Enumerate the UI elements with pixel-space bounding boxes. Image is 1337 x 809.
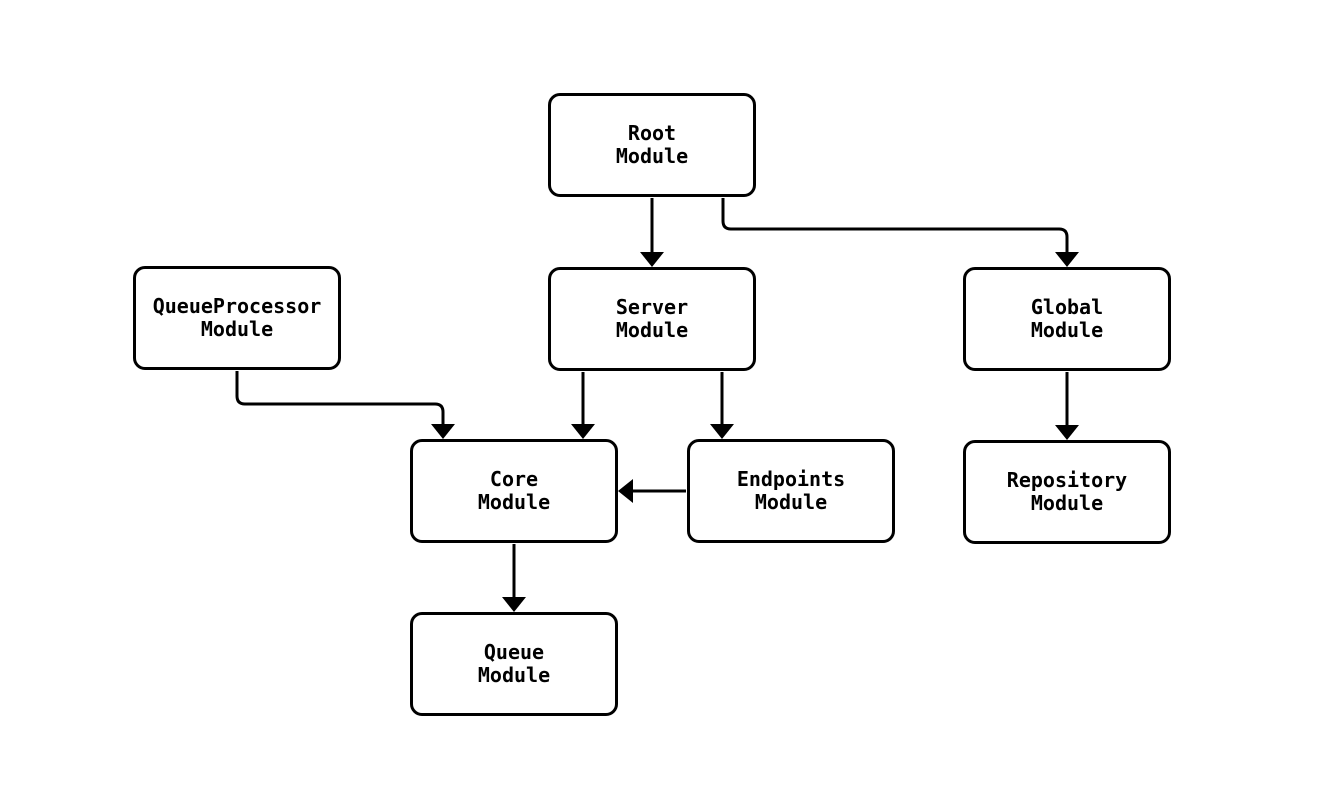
edge-queueprocessor-to-core bbox=[235, 371, 455, 439]
node-server-module: Server Module bbox=[548, 267, 756, 371]
node-core-module: Core Module bbox=[410, 439, 618, 543]
node-endpoints-module: Endpoints Module bbox=[687, 439, 895, 543]
node-label: QueueProcessor Module bbox=[152, 294, 322, 341]
node-label: Server Module bbox=[615, 295, 689, 342]
node-repository-module: Repository Module bbox=[963, 440, 1171, 544]
node-label: Queue Module bbox=[477, 640, 551, 687]
node-label: Global Module bbox=[1030, 295, 1104, 342]
node-root-module: Root Module bbox=[548, 93, 756, 197]
node-label: Endpoints Module bbox=[736, 467, 846, 514]
node-label: Repository Module bbox=[1006, 468, 1128, 515]
node-queueprocessor-module: QueueProcessor Module bbox=[133, 266, 341, 370]
edge-root-to-global bbox=[721, 198, 1079, 267]
node-label: Core Module bbox=[477, 467, 551, 514]
node-label: Root Module bbox=[615, 121, 689, 168]
node-queue-module: Queue Module bbox=[410, 612, 618, 716]
node-global-module: Global Module bbox=[963, 267, 1171, 371]
